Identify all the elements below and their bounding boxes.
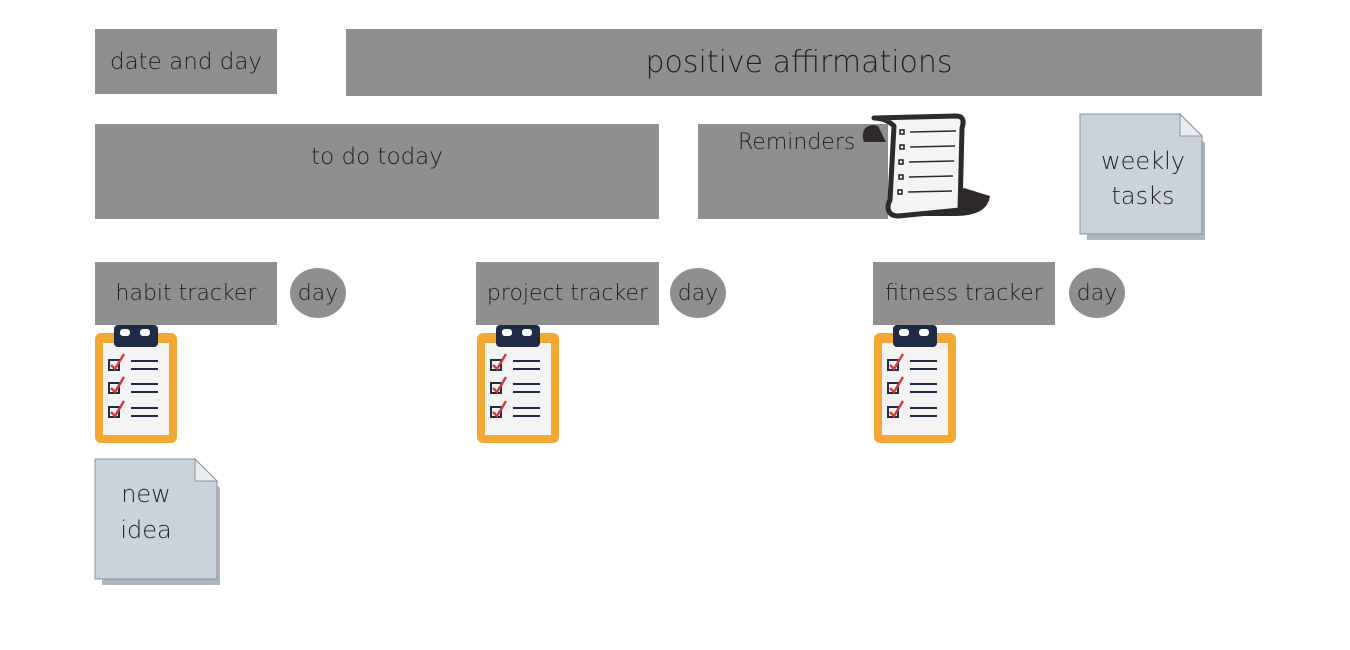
clipboard-checklist-icon xyxy=(476,324,560,444)
habit-tracker-day-badge: day xyxy=(290,268,346,318)
weekly-tasks-line-1: weekly xyxy=(1101,147,1185,175)
reminders-block: Reminders xyxy=(698,124,888,219)
project-tracker-block: project tracker xyxy=(476,262,659,325)
new-idea-line-2: idea xyxy=(120,516,172,544)
weekly-tasks-note: weekly tasks xyxy=(1079,113,1207,241)
date-and-day-block: date and day xyxy=(95,29,277,94)
project-tracker-day-badge: day xyxy=(670,268,726,318)
fitness-tracker-block: fitness tracker xyxy=(873,262,1055,325)
to-do-today-block: to do today xyxy=(95,124,659,219)
clipboard-checklist-icon xyxy=(94,324,178,444)
fitness-tracker-day-badge: day xyxy=(1069,268,1125,318)
positive-affirmations-block: positive affirmations xyxy=(346,29,1262,96)
clipboard-checklist-icon xyxy=(873,324,957,444)
new-idea-line-1: new xyxy=(121,480,171,508)
weekly-tasks-line-2: tasks xyxy=(1111,182,1175,210)
habit-tracker-block: habit tracker xyxy=(95,262,277,325)
scroll-list-icon xyxy=(858,112,992,220)
new-idea-note: new idea xyxy=(94,458,222,586)
